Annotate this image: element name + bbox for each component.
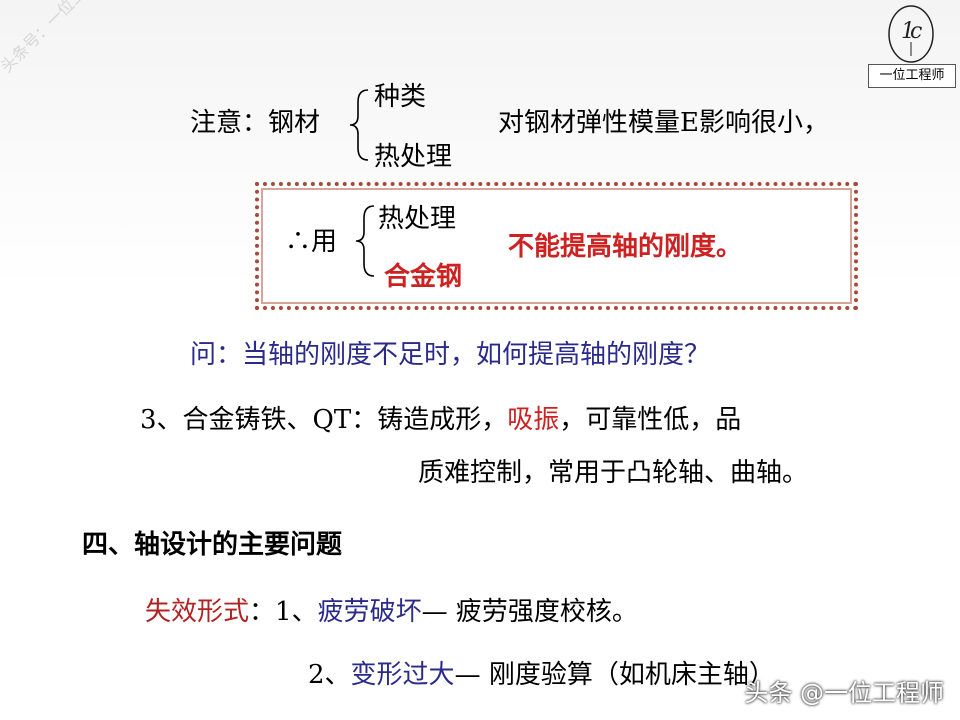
brace-icon [349,89,369,161]
failure-2-number: 2、 [308,660,351,690]
failure-1-number: 1、 [275,597,318,627]
box-item-2: 合金钢 [384,262,463,292]
footer-watermark: 头条 @一位工程师 [744,679,944,707]
svg-text:1: 1 [901,19,915,44]
note-item-1: 种类 [374,82,427,112]
failure-label: 失效形式 [145,597,250,627]
logo-emblem-icon: 1 c [888,5,934,63]
box-therefore: ∴用 [285,227,338,257]
box-result: 不能提高轴的刚度。 [508,232,743,262]
failure-2-name: 变形过大 [350,660,455,690]
note-item-2: 热处理 [374,142,453,172]
note-label: 注意：钢材 [190,108,321,138]
failure-2-desc: — 刚度验算（如机床主轴） [454,660,775,690]
item3-highlight: 吸振 [507,405,560,435]
question-text: 问：当轴的刚度不足时，如何提高轴的刚度？ [190,340,711,370]
failure-1-name: 疲劳破坏 [317,597,422,627]
section-heading: 四、轴设计的主要问题 [82,530,343,560]
logo-caption: 一位工程师 [868,64,956,88]
watermark-diagonal: 头条号：一位工程师 [0,0,113,77]
failure-line-2: 2、变形过大— 刚度验算（如机床主轴） [308,660,775,690]
failure-1-desc: — 疲劳强度校核。 [421,597,638,627]
note-conclusion: 对钢材弹性模量E影响很小， [498,108,829,138]
box-item-1: 热处理 [378,204,457,234]
item3-suffix: ，可靠性低，品 [559,405,742,435]
item3-line1: 3、合金铸铁、QT：铸造成形，吸振，可靠性低，品 [140,405,741,435]
item3-prefix: 3、合金铸铁、QT：铸造成形， [140,405,508,435]
brace-icon [355,205,375,277]
item3-line2: 质难控制，常用于凸轮轴、曲轴。 [418,458,809,488]
highlight-frame [255,182,858,310]
failure-colon: ： [249,597,276,627]
logo: 1 c 一位工程师 [868,4,956,88]
failure-line-1: 失效形式：1、疲劳破坏— 疲劳强度校核。 [145,597,638,627]
svg-text:c: c [910,19,922,44]
